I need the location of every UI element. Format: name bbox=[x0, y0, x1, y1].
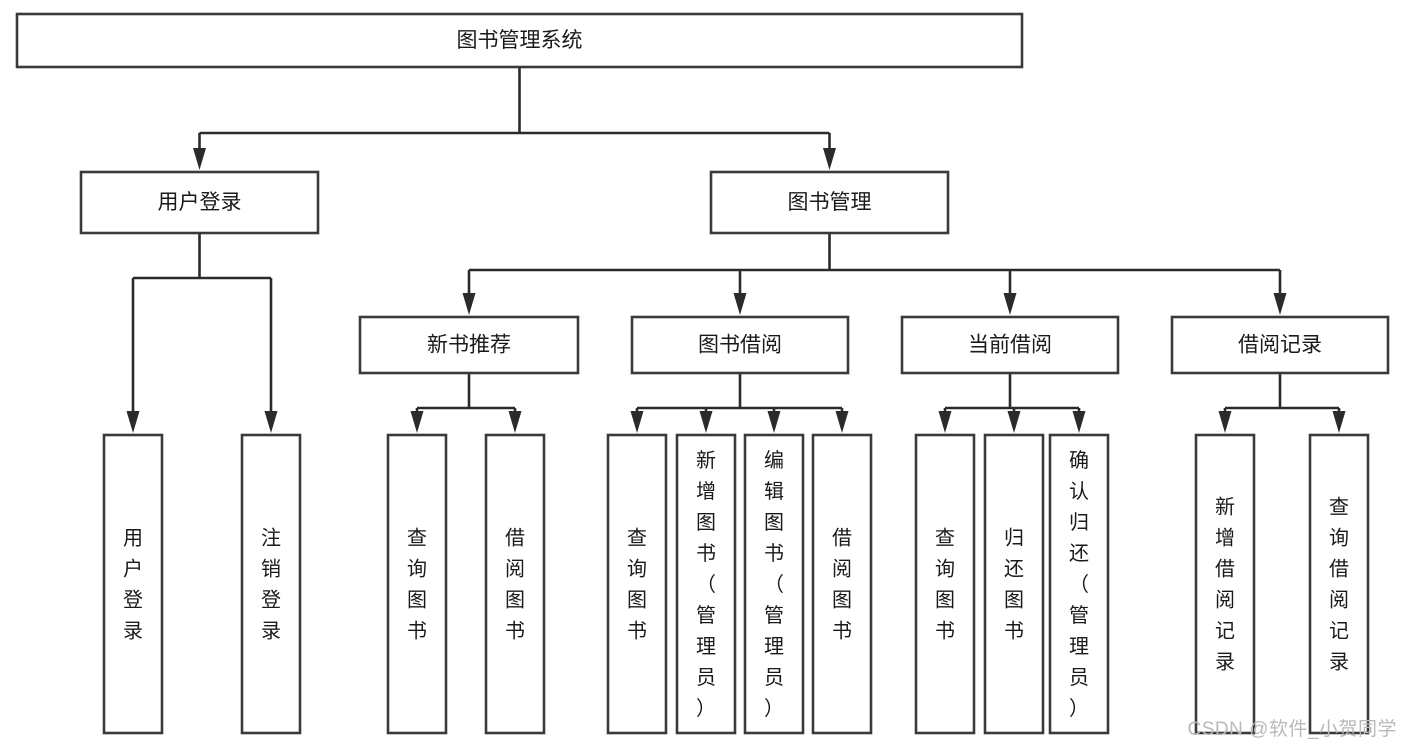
node-label-leaf-add-book: 新增图书（管理员） bbox=[696, 449, 716, 720]
node-leaf-query-borrow-record[interactable]: 查询借阅记录 bbox=[1308, 433, 1370, 735]
arrow-head-book-borrow bbox=[733, 293, 747, 315]
arrow-head-leaf-query-book-borrow bbox=[630, 411, 644, 433]
arrow-head-leaf-logout bbox=[264, 411, 278, 433]
node-box-leaf-edit-book[interactable] bbox=[743, 433, 805, 735]
node-layer: 图书管理系统用户登录图书管理新书推荐图书借阅当前借阅借阅记录用户登录注销登录查询… bbox=[15, 12, 1390, 735]
connector-group-root bbox=[193, 67, 836, 170]
node-label-leaf-user-login: 用户登录 bbox=[123, 527, 143, 642]
node-root[interactable]: 图书管理系统 bbox=[15, 12, 1024, 69]
node-label-current-borrow: 当前借阅 bbox=[968, 334, 1052, 357]
node-box-leaf-query-book-recommend[interactable] bbox=[386, 433, 448, 735]
node-label-leaf-query-book-borrow: 查询图书 bbox=[627, 526, 647, 642]
connector-group-current-borrow bbox=[938, 373, 1086, 433]
node-label-root: 图书管理系统 bbox=[457, 29, 583, 52]
node-leaf-borrow-book[interactable]: 借阅图书 bbox=[811, 433, 873, 735]
arrow-head-new-book-recommend bbox=[462, 293, 476, 315]
connector-group-book-borrow bbox=[630, 373, 849, 433]
node-current-borrow[interactable]: 当前借阅 bbox=[900, 315, 1120, 375]
node-label-leaf-query-book-recommend: 查询图书 bbox=[407, 526, 427, 642]
node-box-leaf-add-borrow-record[interactable] bbox=[1194, 433, 1256, 735]
node-label-leaf-edit-book: 编辑图书（管理员） bbox=[764, 449, 784, 720]
arrow-head-borrow-record bbox=[1273, 293, 1287, 315]
node-box-root[interactable] bbox=[15, 12, 1024, 69]
node-book-borrow[interactable]: 图书借阅 bbox=[630, 315, 850, 375]
arrow-head-leaf-return-book bbox=[1007, 411, 1021, 433]
arrow-head-leaf-query-book-current bbox=[938, 411, 952, 433]
node-box-leaf-borrow-book[interactable] bbox=[811, 433, 873, 735]
node-leaf-query-book-borrow[interactable]: 查询图书 bbox=[606, 433, 668, 735]
arrow-head-book-manage bbox=[823, 148, 836, 170]
arrow-head-leaf-user-login bbox=[126, 411, 140, 433]
node-label-new-book-recommend: 新书推荐 bbox=[427, 334, 511, 357]
node-box-borrow-record[interactable] bbox=[1170, 315, 1390, 375]
node-label-leaf-query-borrow-record: 查询借阅记录 bbox=[1329, 495, 1349, 673]
arrow-head-leaf-add-borrow-record bbox=[1218, 411, 1232, 433]
node-leaf-add-borrow-record[interactable]: 新增借阅记录 bbox=[1194, 433, 1256, 735]
node-label-book-manage: 图书管理 bbox=[788, 191, 872, 214]
node-label-borrow-record: 借阅记录 bbox=[1238, 334, 1322, 357]
node-leaf-user-login[interactable]: 用户登录 bbox=[102, 433, 164, 735]
arrow-head-leaf-query-book-recommend bbox=[410, 411, 424, 433]
node-borrow-record[interactable]: 借阅记录 bbox=[1170, 315, 1390, 375]
node-label-leaf-borrow-book-recommend: 借阅图书 bbox=[505, 526, 525, 642]
node-user-login[interactable]: 用户登录 bbox=[79, 170, 320, 235]
node-label-leaf-add-borrow-record: 新增借阅记录 bbox=[1215, 495, 1235, 673]
node-leaf-logout[interactable]: 注销登录 bbox=[240, 433, 302, 735]
node-new-book-recommend[interactable]: 新书推荐 bbox=[358, 315, 580, 375]
node-leaf-return-book[interactable]: 归还图书 bbox=[983, 433, 1045, 735]
node-leaf-edit-book[interactable]: 编辑图书（管理员） bbox=[743, 433, 805, 735]
node-box-leaf-add-book[interactable] bbox=[675, 433, 737, 735]
node-box-leaf-query-book-borrow[interactable] bbox=[606, 433, 668, 735]
arrow-head-user-login bbox=[193, 148, 206, 170]
node-label-leaf-borrow-book: 借阅图书 bbox=[832, 526, 852, 642]
node-leaf-add-book[interactable]: 新增图书（管理员） bbox=[675, 433, 737, 735]
node-label-user-login: 用户登录 bbox=[158, 191, 242, 214]
csdn-watermark: CSDN @软件_小贺同学 bbox=[1187, 719, 1397, 740]
node-label-book-borrow: 图书借阅 bbox=[698, 334, 782, 357]
node-box-leaf-return-book[interactable] bbox=[983, 433, 1045, 735]
node-leaf-query-book-recommend[interactable]: 查询图书 bbox=[386, 433, 448, 735]
node-box-leaf-query-book-current[interactable] bbox=[914, 433, 976, 735]
arrow-head-leaf-add-book bbox=[699, 411, 713, 433]
node-box-user-login[interactable] bbox=[79, 170, 320, 235]
node-box-book-borrow[interactable] bbox=[630, 315, 850, 375]
connector-group-user-login bbox=[126, 233, 278, 433]
node-box-leaf-user-login[interactable] bbox=[102, 433, 164, 735]
connector-group-borrow-record bbox=[1218, 373, 1346, 433]
arrow-head-leaf-borrow-book bbox=[835, 411, 849, 433]
node-label-leaf-return-book: 归还图书 bbox=[1004, 526, 1024, 642]
node-box-leaf-confirm-return[interactable] bbox=[1048, 433, 1110, 735]
node-box-leaf-borrow-book-recommend[interactable] bbox=[484, 433, 546, 735]
arrow-head-leaf-confirm-return bbox=[1072, 411, 1086, 433]
connector-group-book-manage bbox=[462, 233, 1287, 315]
arrow-head-leaf-query-borrow-record bbox=[1332, 411, 1346, 433]
node-leaf-borrow-book-recommend[interactable]: 借阅图书 bbox=[484, 433, 546, 735]
arrow-head-current-borrow bbox=[1003, 293, 1017, 315]
arrow-head-leaf-edit-book bbox=[767, 411, 781, 433]
node-box-leaf-query-borrow-record[interactable] bbox=[1308, 433, 1370, 735]
connector-layer bbox=[126, 67, 1346, 433]
node-label-leaf-confirm-return: 确认归还（管理员） bbox=[1069, 449, 1089, 720]
node-book-manage[interactable]: 图书管理 bbox=[709, 170, 950, 235]
node-box-leaf-logout[interactable] bbox=[240, 433, 302, 735]
arrow-head-leaf-borrow-book-recommend bbox=[508, 411, 522, 433]
node-leaf-query-book-current[interactable]: 查询图书 bbox=[914, 433, 976, 735]
node-leaf-confirm-return[interactable]: 确认归还（管理员） bbox=[1048, 433, 1110, 735]
node-box-book-manage[interactable] bbox=[709, 170, 950, 235]
node-label-leaf-logout: 注销登录 bbox=[261, 526, 281, 642]
node-label-leaf-query-book-current: 查询图书 bbox=[935, 526, 955, 642]
connector-group-new-book-recommend bbox=[410, 373, 522, 433]
node-box-current-borrow[interactable] bbox=[900, 315, 1120, 375]
node-box-new-book-recommend[interactable] bbox=[358, 315, 580, 375]
